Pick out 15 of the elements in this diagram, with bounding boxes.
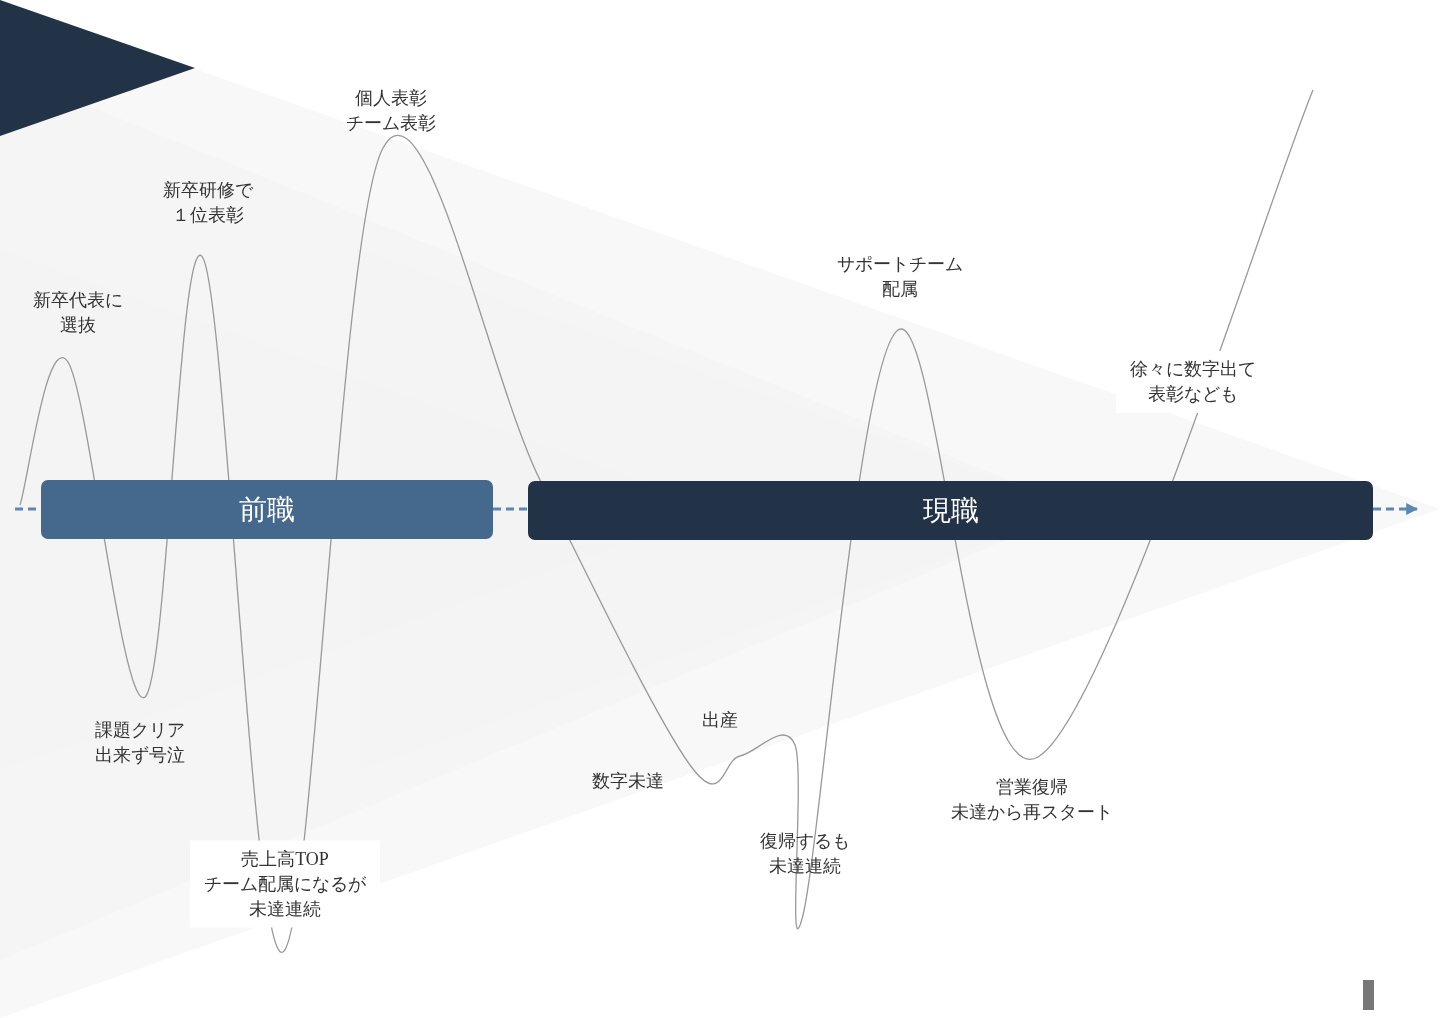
event-annotation: 売上高TOPチーム配属になるが未達連続 [190, 840, 380, 928]
event-annotation: サポートチーム配属 [837, 253, 963, 301]
event-annotation: 出産 [702, 708, 738, 732]
event-annotation: 個人表彰チーム表彰 [346, 87, 436, 135]
timeline-arrow [1373, 503, 1419, 515]
phase-label: 現職 [922, 493, 979, 528]
phase-label: 前職 [239, 492, 295, 527]
phase-bar [528, 481, 1373, 540]
event-annotation: 営業復帰未達から再スタート [951, 776, 1113, 824]
event-annotation: 新卒研修で１位表彰 [163, 179, 253, 227]
event-annotation: 新卒代表に選抜 [33, 289, 123, 337]
event-annotation: 数字未達 [592, 769, 664, 793]
event-annotation: 復帰するも未達連続 [760, 830, 850, 878]
phase-bar [41, 480, 493, 539]
event-annotation: 課題クリア出来ず号泣 [95, 719, 185, 767]
